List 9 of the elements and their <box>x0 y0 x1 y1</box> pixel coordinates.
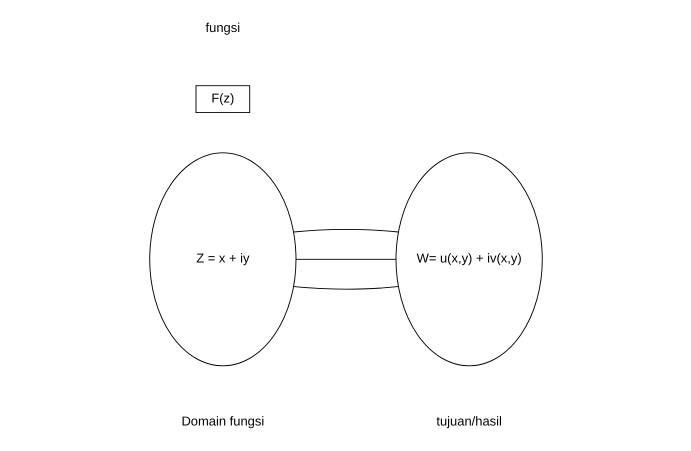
connector <box>292 228 398 232</box>
node-box: F(z) <box>195 85 250 113</box>
connector <box>295 258 396 260</box>
connector <box>292 286 398 290</box>
label: fungsi <box>205 20 240 36</box>
node-label: tujuan/hasil <box>436 414 502 429</box>
node-ellipse: W= u(x,y) + iv(x,y) <box>395 152 542 366</box>
node-ellipse: Z = x + iy <box>148 152 296 366</box>
node-label: Domain fungsi <box>180 414 264 429</box>
